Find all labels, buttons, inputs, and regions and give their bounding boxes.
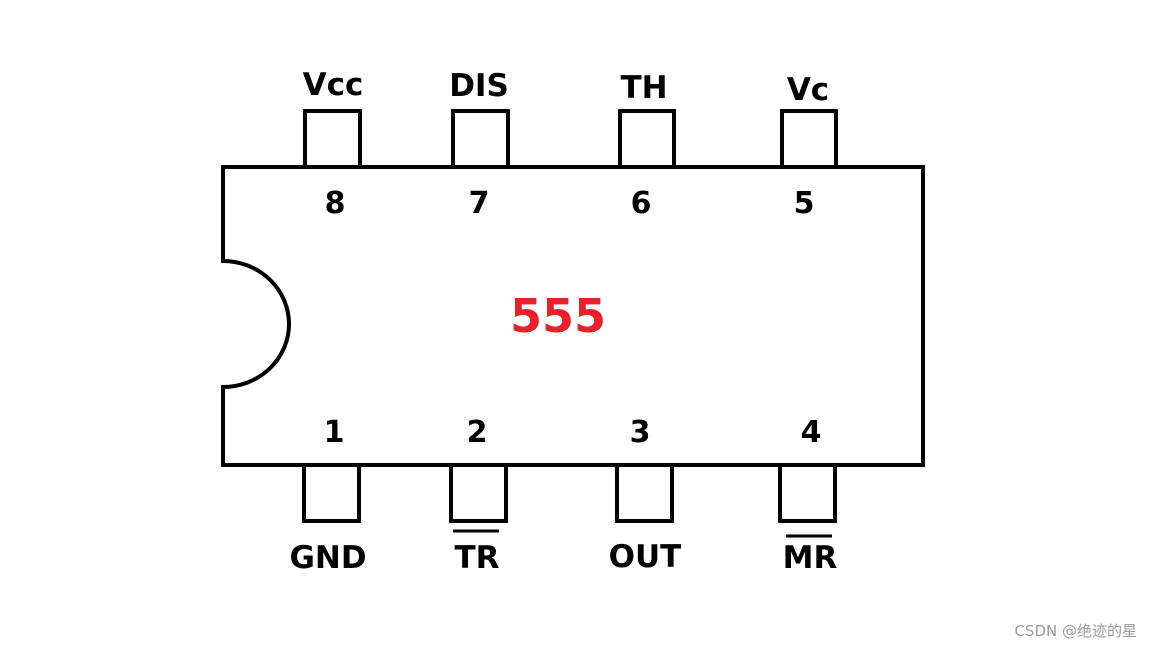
- pin-8-lead: [303, 109, 362, 169]
- pin-6-number: 6: [631, 186, 652, 221]
- pin-4-label: MR: [783, 540, 838, 576]
- pin-8-label: Vcc: [303, 67, 364, 103]
- pin-2-label: TR: [454, 540, 499, 576]
- pin-3-lead: [615, 463, 674, 523]
- watermark-text: CSDN @绝迹的星: [1014, 622, 1137, 640]
- pin-3-label: OUT: [609, 539, 682, 575]
- pin-1-label: GND: [289, 540, 366, 576]
- chip-body: [221, 165, 925, 467]
- pin-6-lead: [618, 109, 676, 169]
- pin-7-lead: [451, 109, 510, 169]
- pin-4-number: 4: [801, 415, 822, 450]
- pin-8-number: 8: [325, 186, 346, 221]
- pin-4-lead: [778, 463, 837, 523]
- pin-1-number: 1: [324, 415, 345, 450]
- pin-6-label: TH: [620, 70, 667, 106]
- pin-1-lead: [302, 463, 361, 523]
- pin-2-lead: [449, 463, 508, 523]
- pin-5-number: 5: [794, 186, 815, 221]
- pin-2-number: 2: [467, 415, 488, 450]
- pin-3-number: 3: [630, 415, 651, 450]
- pin-5-lead: [780, 109, 838, 169]
- pin-7-label: DIS: [449, 68, 509, 104]
- pin-5-label: Vc: [787, 72, 829, 108]
- chip-title: 555: [510, 289, 606, 343]
- pin-7-number: 7: [469, 186, 490, 221]
